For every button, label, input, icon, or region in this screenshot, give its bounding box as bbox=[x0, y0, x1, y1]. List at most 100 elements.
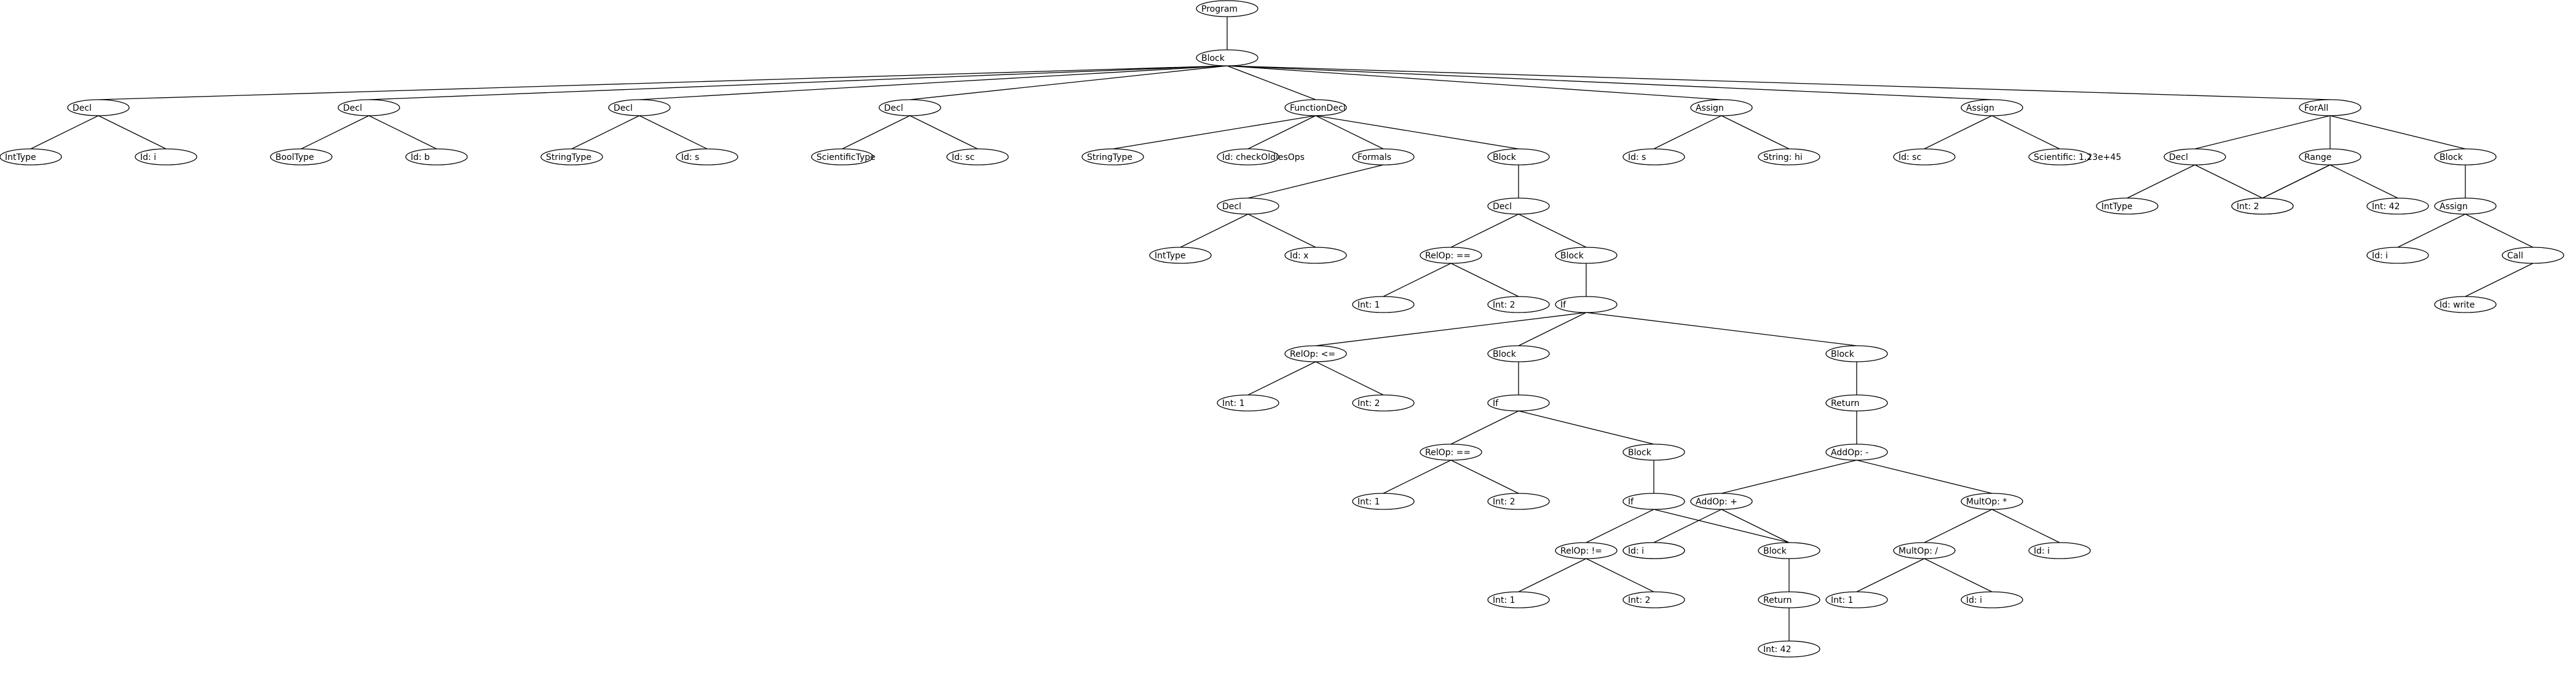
node-if1-relop-i2-label: Int: 2 bbox=[1357, 399, 1380, 408]
edge-if3-to-if3-block bbox=[1653, 509, 1790, 543]
edge-call-to-call-id bbox=[2465, 263, 2534, 297]
node-decl1-type-ellipse bbox=[0, 148, 62, 165]
node-fa-decl-type-label: IntType bbox=[2101, 202, 2133, 212]
node-return42-label: Return bbox=[1763, 595, 1792, 605]
node-if2-relop-ellipse bbox=[1420, 444, 1482, 461]
node-if3-relop-i2-label: Int: 2 bbox=[1628, 595, 1651, 605]
node-if3-relop: RelOp: != bbox=[1555, 542, 1618, 559]
node-div-int1-ellipse bbox=[1825, 591, 1888, 608]
edge-if1-to-if1-block bbox=[1518, 312, 1587, 346]
edge-formals-to-formal-decl bbox=[1247, 164, 1384, 199]
node-decl1: Decl bbox=[67, 99, 130, 116]
node-fa-block-label: Block bbox=[2440, 153, 2463, 162]
node-if2-relop-i2-label: Int: 2 bbox=[1493, 497, 1515, 507]
node-if1-relop-i1-label: Int: 1 bbox=[1222, 399, 1245, 408]
node-forall-ellipse bbox=[2299, 99, 2361, 116]
node-div-id-ellipse bbox=[1961, 591, 2023, 608]
node-if3-relop-i1-ellipse bbox=[1487, 591, 1550, 608]
node-return-main-ellipse bbox=[1825, 394, 1888, 412]
node-int42: Int: 42 bbox=[1758, 640, 1820, 658]
node-addop-plus: AddOp: + bbox=[1690, 493, 1753, 510]
node-block-main-ellipse bbox=[1196, 49, 1258, 66]
node-if1-else-block-label: Block bbox=[1831, 349, 1855, 359]
node-div-id: Id: i bbox=[1961, 591, 2023, 608]
edge-multop-to-multop-id bbox=[1991, 509, 2060, 543]
node-program: Program bbox=[1196, 0, 1258, 17]
node-fb-block-label: Block bbox=[1560, 251, 1584, 261]
node-decl2-id: Id: b bbox=[405, 148, 468, 165]
node-if2-relop-i2-ellipse bbox=[1487, 493, 1550, 510]
edge-fdecl-to-fdecl-block bbox=[1315, 115, 1519, 149]
node-fb-block-ellipse bbox=[1555, 247, 1618, 264]
node-formal-id-ellipse bbox=[1284, 247, 1347, 264]
edge-addop-main-to-multop bbox=[1856, 460, 1993, 494]
edge-if1-to-if1-else-block bbox=[1586, 312, 1857, 346]
node-if2-block: Block bbox=[1622, 444, 1685, 461]
edge-block-main-to-forall bbox=[1227, 65, 2331, 100]
node-if2-relop-i1: Int: 1 bbox=[1352, 493, 1415, 510]
node-if3-relop-i2: Int: 2 bbox=[1622, 591, 1685, 608]
node-fdecl-block-label: Block bbox=[1493, 153, 1517, 162]
node-if1-relop-i1: Int: 1 bbox=[1217, 394, 1279, 412]
node-fb-relop-i2: Int: 2 bbox=[1487, 296, 1550, 313]
node-decl2-type-ellipse bbox=[270, 148, 333, 165]
node-if2-relop-i1-label: Int: 1 bbox=[1357, 497, 1380, 507]
node-assign2-id-ellipse bbox=[1893, 148, 1956, 165]
node-if2-relop-label: RelOp: == bbox=[1425, 448, 1471, 458]
node-decl3-ellipse bbox=[608, 99, 671, 116]
node-if1-block-label: Block bbox=[1493, 349, 1517, 359]
node-fb-block: Block bbox=[1555, 247, 1618, 264]
node-fb-relop-i2-ellipse bbox=[1487, 296, 1550, 313]
edge-multop-div-to-div-int1 bbox=[1856, 558, 1925, 592]
edge-range-to-range-hi bbox=[2329, 164, 2398, 199]
edge-decl4-to-decl4-id bbox=[909, 115, 978, 149]
node-formal-decl-label: Decl bbox=[1222, 202, 1241, 212]
node-range-label: Range bbox=[2304, 153, 2331, 162]
node-if3: If bbox=[1622, 493, 1685, 510]
node-multop-ellipse bbox=[1961, 493, 2023, 510]
node-formal-id: Id: x bbox=[1284, 247, 1347, 264]
node-if1-else-block: Block bbox=[1825, 345, 1888, 362]
node-assign2-ellipse bbox=[1961, 99, 2023, 116]
node-range-hi: Int: 42 bbox=[2366, 197, 2429, 215]
node-fb-decl-label: Decl bbox=[1493, 202, 1512, 212]
node-multop-div-label: MultOp: / bbox=[1898, 546, 1938, 556]
node-assign2-val-ellipse bbox=[2028, 148, 2091, 165]
edge-block-main-to-assign2 bbox=[1227, 65, 1993, 100]
node-fa-assign-label: Assign bbox=[2440, 202, 2468, 212]
node-assign1-val: String: hi bbox=[1758, 148, 1820, 165]
edge-fb-relop-to-fb-relop-i2 bbox=[1450, 263, 1519, 297]
node-forall: ForAll bbox=[2299, 99, 2361, 116]
node-assign2-label: Assign bbox=[1966, 103, 1994, 113]
node-if2: If bbox=[1487, 394, 1550, 412]
edge-decl1-to-decl1-id bbox=[98, 115, 167, 149]
edge-multop-to-multop-div bbox=[1924, 509, 1993, 543]
node-decl4-type-ellipse bbox=[811, 148, 874, 165]
node-fa-decl-label: Decl bbox=[2169, 153, 2188, 162]
node-formal-decl-ellipse bbox=[1217, 197, 1279, 215]
node-fa-assign-ellipse bbox=[2434, 197, 2497, 215]
node-assign1-label: Assign bbox=[1696, 103, 1724, 113]
node-decl4-id-label: Id: sc bbox=[952, 153, 974, 162]
edge-forall-to-fa-block bbox=[2329, 115, 2466, 149]
node-multop-div-ellipse bbox=[1893, 542, 1956, 559]
node-fa-assign-id-ellipse bbox=[2366, 247, 2429, 264]
edge-block-main-to-fdecl bbox=[1227, 65, 1316, 100]
node-multop-id-ellipse bbox=[2028, 542, 2091, 559]
node-fa-decl-ellipse bbox=[2163, 148, 2226, 165]
node-decl1-type: IntType bbox=[0, 148, 62, 165]
edge-if3-to-if3-relop bbox=[1586, 509, 1654, 543]
node-if3-relop-ellipse bbox=[1555, 542, 1618, 559]
node-fdecl-ellipse bbox=[1284, 99, 1347, 116]
edge-fa-decl-to-fa-decl-id bbox=[2194, 164, 2263, 199]
edge-if1-relop-to-if1-relop-i2 bbox=[1315, 361, 1384, 396]
node-decl4-id: Id: sc bbox=[946, 148, 1009, 165]
node-if3-block: Block bbox=[1758, 542, 1820, 559]
node-assign2-val-label: Scientific: 1.23e+45 bbox=[2034, 153, 2121, 162]
node-formal-decl: Decl bbox=[1217, 197, 1279, 215]
node-if1-relop-ellipse bbox=[1284, 345, 1347, 362]
edge-range-to-fa-decl-id bbox=[2262, 164, 2331, 199]
node-assign2: Assign bbox=[1961, 99, 2023, 116]
node-if1-ellipse bbox=[1555, 296, 1618, 313]
node-return-main: Return bbox=[1825, 394, 1888, 412]
